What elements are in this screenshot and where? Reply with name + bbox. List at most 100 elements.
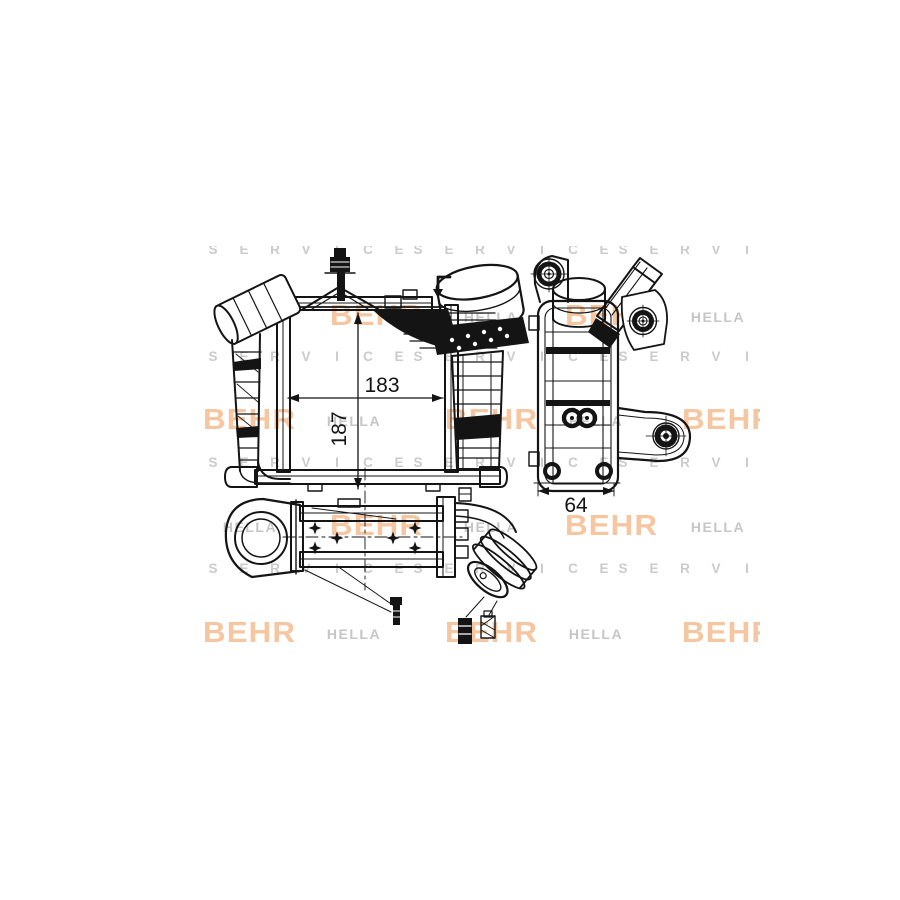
service-watermark-letter: R — [680, 349, 690, 364]
direction-arrow — [433, 275, 452, 298]
service-watermark-letter: I — [745, 349, 749, 364]
service-watermark-letter: S — [208, 246, 218, 257]
bottom-view — [224, 467, 538, 644]
service-watermark-letter: E — [394, 561, 404, 576]
hella-logo-watermark: HELLA — [326, 412, 382, 429]
service-watermark-letter: E — [444, 246, 454, 257]
service-watermark-letter: R — [270, 455, 280, 470]
service-watermark-letter: R — [475, 455, 485, 470]
service-watermark-letter: C — [568, 561, 578, 576]
service-watermark-letter: R — [680, 561, 690, 576]
bottom-right-elbow — [454, 487, 538, 599]
service-watermark-letter: C — [568, 246, 578, 257]
service-watermark-letter: V — [301, 246, 311, 257]
service-watermark-letter: V — [711, 349, 721, 364]
service-watermark-letter: I — [745, 561, 749, 576]
service-watermark-letter: I — [745, 246, 749, 257]
service-watermark-letter: S — [208, 561, 218, 576]
service-watermark-letter: C — [363, 349, 373, 364]
service-watermark-letter: E — [444, 561, 454, 576]
mounting-screw — [302, 248, 379, 310]
service-watermark-letter: I — [335, 349, 339, 364]
intercooler-product-image: SERVICESERVICESERVICESERVICESERVICESERVI… — [160, 246, 760, 650]
service-watermark-letter: I — [335, 455, 339, 470]
service-watermark-letter: V — [506, 455, 516, 470]
service-watermark-letter: E — [649, 349, 659, 364]
service-watermark-letter: R — [270, 349, 280, 364]
dimension-width: 183 — [287, 374, 444, 402]
service-watermark-letter: I — [540, 455, 544, 470]
left-inlet-duct — [213, 274, 302, 484]
service-watermark-letter: R — [270, 561, 280, 576]
service-watermark-letter: S — [618, 246, 628, 257]
dimension-depth: 64 — [533, 482, 621, 517]
right-outlet-duct — [431, 263, 529, 470]
service-watermark-letter: E — [599, 561, 609, 576]
front-view — [213, 248, 529, 492]
service-watermark-letter: E — [599, 349, 609, 364]
dimension-height: 187 — [328, 312, 362, 490]
service-watermark-letter: R — [475, 349, 485, 364]
service-watermark-letter: I — [540, 561, 544, 576]
dimension-width-label: 183 — [364, 374, 399, 397]
service-watermark-letter: R — [680, 455, 690, 470]
service-watermark-letter: E — [649, 455, 659, 470]
dimension-height-label: 187 — [328, 411, 351, 446]
service-watermark-letter: E — [394, 455, 404, 470]
service-watermark-letter: E — [239, 246, 249, 257]
hella-logo-watermark: HELLA — [568, 625, 624, 642]
behr-logo-watermark: BEHR — [565, 510, 659, 542]
service-watermark-letter: S — [618, 349, 628, 364]
service-watermark-letter: R — [270, 246, 280, 257]
mounting-arm — [616, 406, 692, 463]
hella-logo-watermark: HELLA — [690, 518, 746, 535]
service-watermark-letter: V — [301, 349, 311, 364]
side-view — [528, 255, 692, 493]
service-watermark-letter: V — [711, 246, 721, 257]
service-watermark-letter: R — [680, 246, 690, 257]
service-watermark-letter: E — [239, 349, 249, 364]
service-watermark-letter: E — [649, 246, 659, 257]
service-watermark-letter: R — [475, 246, 485, 257]
service-watermark-letter: I — [540, 349, 544, 364]
service-watermark-letter: E — [599, 246, 609, 257]
service-watermark-letter: V — [301, 561, 311, 576]
bottom-left-elbow — [224, 497, 302, 579]
hella-logo-watermark: HELLA — [463, 518, 519, 535]
technical-drawing: 183 187 — [213, 248, 692, 644]
behr-logo-watermark: BEHR — [682, 404, 760, 436]
side-grommet — [626, 304, 660, 338]
service-watermark-letter: S — [618, 561, 628, 576]
rivet-marks — [308, 521, 422, 555]
service-watermark-letter: V — [711, 455, 721, 470]
service-watermark-letter: E — [444, 455, 454, 470]
service-watermark-letter: V — [506, 349, 516, 364]
dimension-depth-label: 64 — [564, 494, 588, 517]
service-watermark-letter: I — [745, 455, 749, 470]
service-watermark-letter: C — [568, 349, 578, 364]
service-watermark-letter: C — [568, 455, 578, 470]
service-watermark-letter: E — [239, 561, 249, 576]
behr-logo-watermark: BEHR — [682, 617, 760, 649]
behr-logo-watermark: BEHR — [203, 617, 297, 649]
service-watermark-letter: S — [413, 349, 423, 364]
service-watermark-letter: V — [711, 561, 721, 576]
service-watermark-letter: C — [363, 246, 373, 257]
service-watermark-letter: I — [335, 561, 339, 576]
service-watermark-letter: E — [649, 561, 659, 576]
service-watermark-letter: S — [413, 246, 423, 257]
service-watermark-letter: E — [239, 455, 249, 470]
watermark-layer: SERVICESERVICESERVICESERVICESERVICESERVI… — [160, 246, 760, 650]
hella-logo-watermark: HELLA — [690, 308, 746, 325]
fastener-callouts — [304, 567, 498, 644]
service-watermark-letter: S — [618, 455, 628, 470]
service-watermark-letter: E — [394, 349, 404, 364]
hella-logo-watermark: HELLA — [326, 625, 382, 642]
service-watermark-letter: E — [444, 349, 454, 364]
service-watermark-letter: S — [208, 455, 218, 470]
service-watermark-letter: I — [540, 246, 544, 257]
service-watermark-letter: V — [506, 561, 516, 576]
service-watermark-letter: S — [413, 455, 423, 470]
service-watermark-letter: C — [363, 561, 373, 576]
